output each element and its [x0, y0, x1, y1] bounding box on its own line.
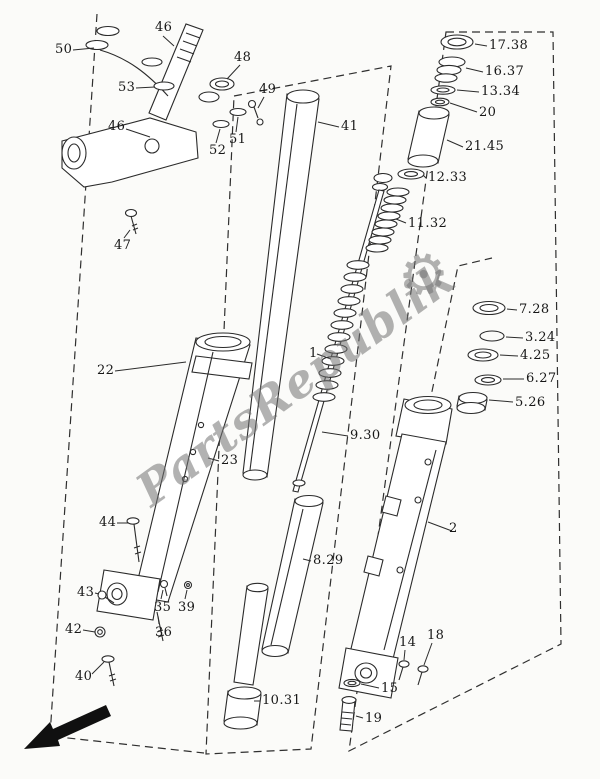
part-label-9-30: 9.30: [350, 428, 381, 443]
cap-parts-column-illustration: [397, 34, 474, 180]
part-label-23: 23: [221, 453, 239, 468]
part-label-42: 42: [65, 622, 83, 637]
part-label-41: 41: [341, 119, 359, 134]
stem-bolt-illustration: [124, 208, 139, 235]
part-label-6-27: 6.27: [526, 371, 557, 386]
part-label-3-24: 3.24: [525, 330, 556, 345]
part-label-15: 15: [381, 681, 399, 696]
part-label-11-32: 11.32: [408, 216, 448, 231]
part-label-18: 18: [427, 628, 445, 643]
part-label-19: 19: [365, 711, 383, 726]
part-label-36: 36: [155, 625, 173, 640]
part-label-35: 35: [154, 600, 172, 615]
part-label-14: 14: [399, 635, 417, 650]
part-label-49: 49: [259, 82, 277, 97]
part-label-16-37: 16.37: [485, 64, 525, 79]
part-label-7-28: 7.28: [519, 302, 550, 317]
leader-lines: [72, 35, 524, 719]
diagram-boundary-dashes: [49, 13, 562, 755]
part-label-46: 46: [108, 119, 126, 134]
part-label-39: 39: [178, 600, 196, 615]
part-label-48: 48: [234, 50, 252, 65]
main-spring-illustration: [312, 260, 370, 402]
part-label-17-38: 17.38: [489, 38, 529, 53]
part-label-47: 47: [114, 238, 132, 253]
part-label-1: 1: [309, 346, 318, 361]
part-label-21-45: 21.45: [465, 139, 505, 154]
part-label-4-25: 4.25: [520, 348, 551, 363]
part-label-43: 43: [77, 585, 95, 600]
steering-stem-illustration: [61, 23, 204, 188]
part-label-2: 2: [449, 521, 458, 536]
direction-arrow-icon: [24, 705, 111, 749]
part-label-20: 20: [479, 105, 497, 120]
part-label-5-26: 5.26: [515, 395, 546, 410]
inner-tube-illustration: [242, 89, 320, 481]
part-label-50: 50: [55, 42, 73, 57]
left-outer-tube-illustration: [96, 332, 253, 621]
part-label-40: 40: [75, 669, 93, 684]
right-fork-leg-illustration: [338, 395, 453, 699]
part-label-51: 51: [229, 132, 247, 147]
lower-spacer-illustration: [223, 582, 269, 730]
part-label-12-33: 12.33: [428, 170, 468, 185]
part-label-22: 22: [97, 363, 115, 378]
part-label-8-29: 8.29: [313, 553, 344, 568]
part-label-46: 46: [155, 20, 173, 35]
stem-washers-illustration: [85, 25, 264, 129]
part-label-52: 52: [209, 143, 227, 158]
part-label-10-31: 10.31: [262, 693, 302, 708]
seal-parts-illustration: [456, 300, 506, 415]
part-label-44: 44: [99, 515, 117, 530]
rebound-spring-illustration: [365, 187, 410, 253]
bottom-fasteners-illustration: [339, 660, 429, 732]
part-label-53: 53: [118, 80, 136, 95]
part-label-13-34: 13.34: [481, 84, 521, 99]
spacer-tube-illustration: [261, 494, 324, 658]
